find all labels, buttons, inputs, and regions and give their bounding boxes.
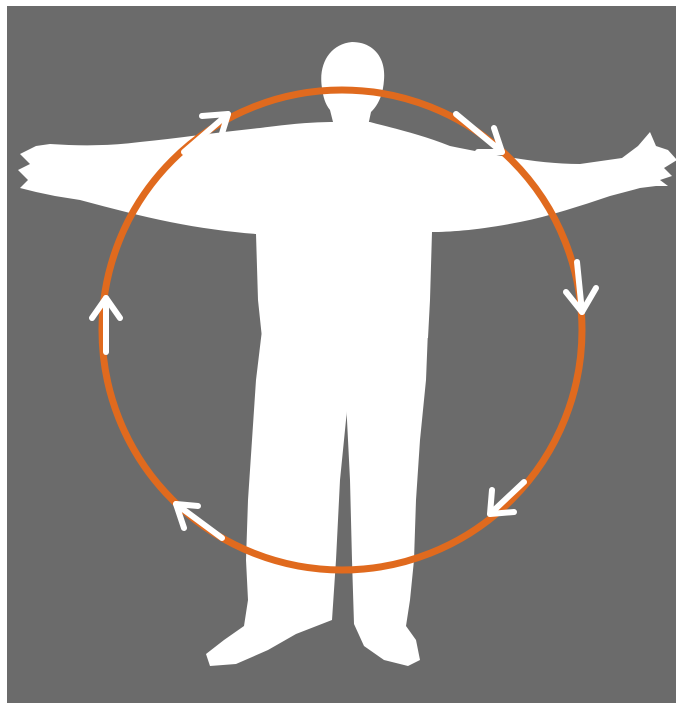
diagram-canvas bbox=[0, 0, 681, 707]
diagram-svg bbox=[0, 0, 681, 707]
